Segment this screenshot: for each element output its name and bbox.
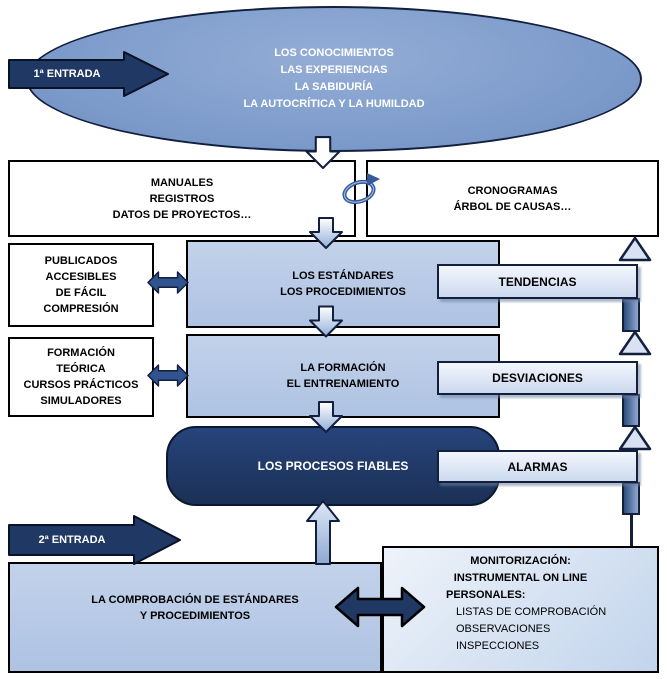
ellipse-line: LA AUTOCRÍTICA Y LA HUMILDAD (243, 98, 425, 110)
entrada2-label: 2ª ENTRADA (38, 534, 106, 546)
down-arrow-icon (309, 305, 343, 338)
box-line: SIMULADORES (40, 395, 122, 407)
box-line: EL ENTRENAMIENTO (286, 378, 400, 390)
entrada2-arrow: 2ª ENTRADA (8, 514, 182, 566)
arrow-up-check-to-processes (304, 499, 342, 565)
box-line: CURSOS PRÁCTICOS (23, 379, 139, 391)
up-triangle-icon (618, 330, 652, 356)
down-arrow-icon (309, 217, 343, 249)
comprobacion-box: LA COMPROBACIÓN DE ESTÁNDARES Y PROCEDIM… (8, 562, 382, 673)
tag-label: ALARMAS (507, 459, 568, 474)
arrow-down-ellipse-to-documents (303, 136, 343, 169)
box-line: COMPRESIÓN (43, 303, 119, 315)
feedback-line (630, 514, 633, 548)
up-arrow-icon (306, 500, 340, 565)
monitor-sublabel: PERSONALES: (446, 589, 526, 601)
training-side-box: FORMACIÓN TEÓRICA CURSOS PRÁCTICOS SIMUL… (8, 337, 154, 417)
monitor-header-line: MONITORIZACIÓN: (470, 555, 571, 567)
left-right-arrow-icon (147, 364, 189, 387)
box-line: REGISTROS (149, 192, 215, 205)
down-arrow-icon (305, 136, 341, 169)
box-line: FORMACIÓN (47, 347, 115, 359)
procesos-fiables-box: LOS PROCESOS FIABLES (166, 426, 500, 506)
standards-side-box: PUBLICADOS ACCESIBLES DE FÁCIL COMPRESIÓ… (8, 243, 154, 327)
procesos-fiables-label: LOS PROCESOS FIABLES (257, 459, 409, 473)
left-right-arrow-icon (147, 271, 189, 294)
double-arrow-bottom (334, 584, 426, 630)
double-arrow-training (147, 361, 189, 390)
monitorizacion-box: MONITORIZACIÓN: INSTRUMENTAL ON LINE PER… (382, 546, 659, 673)
right-block-arrow-icon (8, 515, 181, 565)
feedback-up-triangle-2 (618, 330, 652, 356)
entrada1-arrow: 1ª ENTRADA (8, 50, 170, 98)
right-block-arrow-icon (8, 51, 169, 97)
arrow-down-standards-to-training (308, 305, 344, 338)
feedback-connector-1 (622, 298, 640, 332)
monitor-item: INSPECCIONES (456, 640, 540, 652)
tendencias-tag: TENDENCIAS (437, 264, 638, 299)
monitor-item: LISTAS DE COMPROBACIÓN (456, 606, 607, 618)
cycle-icon (337, 169, 381, 213)
box-line: Y PROCEDIMIENTOS (139, 610, 251, 622)
box-line: TEÓRICA (56, 363, 106, 375)
up-triangle-icon (618, 425, 652, 451)
monitor-item: OBSERVACIONES (456, 623, 551, 635)
feedback-connector-3 (622, 482, 640, 515)
arrow-down-training-to-processes (308, 401, 344, 433)
feedback-up-triangle-1 (618, 236, 652, 262)
arrow-down-documents-to-standards (308, 217, 344, 249)
box-line: DATOS DE PROYECTOS… (112, 208, 252, 221)
box-line: DE FÁCIL (55, 287, 107, 299)
box-line: LOS ESTÁNDARES (292, 270, 394, 282)
documents-right-box: CRONOGRAMAS ÁRBOL DE CAUSAS… (366, 160, 659, 237)
feedback-connector-2 (622, 394, 640, 427)
monitor-header-line: INSTRUMENTAL ON LINE (453, 572, 588, 584)
entrada1-label: 1ª ENTRADA (33, 68, 101, 80)
documents-left-box: MANUALES REGISTROS DATOS DE PROYECTOS… (8, 160, 356, 237)
ellipse-line: LAS EXPERIENCIAS (280, 64, 388, 76)
box-line: ÁRBOL DE CAUSAS… (453, 200, 572, 213)
up-triangle-icon (618, 236, 652, 262)
box-line: LOS PROCEDIMIENTOS (280, 286, 406, 298)
box-line: PUBLICADOS (44, 255, 118, 267)
box-line: MANUALES (150, 176, 214, 189)
tag-label: TENDENCIAS (498, 274, 577, 289)
tag-label: DESVIACIONES (492, 371, 583, 385)
ellipse-line: LA SABIDURÍA (294, 81, 374, 93)
feedback-up-triangle-3 (618, 425, 652, 451)
alarmas-tag: ALARMAS (437, 450, 638, 483)
desviaciones-tag: DESVIACIONES (437, 361, 638, 395)
double-arrow-standards (147, 268, 189, 297)
down-arrow-icon (309, 401, 343, 433)
left-right-arrow-icon (334, 586, 426, 628)
box-line: CRONOGRAMAS (467, 184, 558, 197)
standards-center-box: LOS ESTÁNDARES LOS PROCEDIMIENTOS (186, 240, 500, 328)
box-line: LA COMPROBACIÓN DE ESTÁNDARES (91, 594, 299, 606)
ellipse-line: LOS CONOCIMIENTOS (274, 47, 394, 59)
box-line: ACCESIBLES (45, 271, 117, 283)
box-line: LA FORMACIÓN (300, 362, 386, 374)
